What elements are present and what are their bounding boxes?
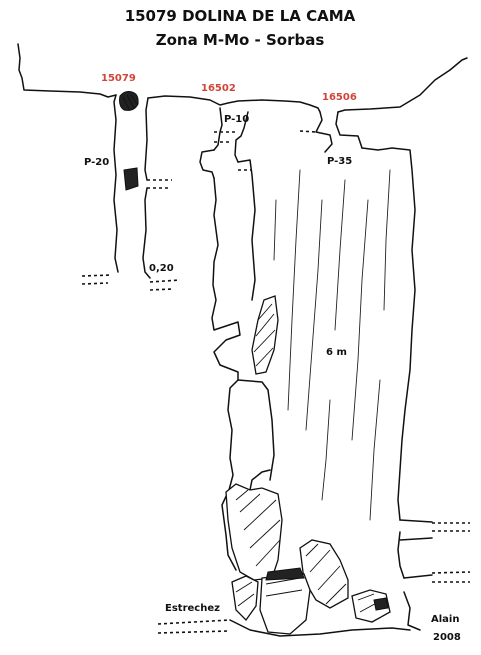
- pitch-20-label: P-20: [84, 157, 109, 168]
- main-shaft-left-wall: [211, 159, 275, 571]
- shaft-16506: [299, 111, 363, 153]
- height-label: 6 m: [326, 347, 347, 358]
- survey-subtitle: Zona M-Mo - Sorbas: [156, 31, 325, 49]
- survey-title: 15079 DOLINA DE LA CAMA: [125, 7, 356, 25]
- entrance-16502-label: 16502: [201, 83, 236, 94]
- shaft-floor: [157, 619, 411, 637]
- boulder-choke: [225, 483, 391, 635]
- author-label: Alain: [431, 614, 459, 625]
- pitch-10-label: P-10: [224, 114, 249, 125]
- shaft-wall-streaks: [273, 169, 391, 521]
- wedged-boulder: [251, 295, 279, 375]
- depth-label: 0,20: [149, 263, 174, 274]
- year-label: 2008: [433, 632, 461, 643]
- entrance-16506-label: 16506: [322, 92, 357, 103]
- surface-line: [17, 43, 468, 113]
- shaft-15079: [81, 91, 181, 291]
- squeeze-label: Estrechez: [165, 603, 220, 614]
- pitch-35-label: P-35: [327, 156, 352, 167]
- main-shaft-right-wall: [361, 147, 471, 631]
- entrance-15079-label: 15079: [101, 73, 136, 84]
- shaft-16502: [199, 107, 252, 179]
